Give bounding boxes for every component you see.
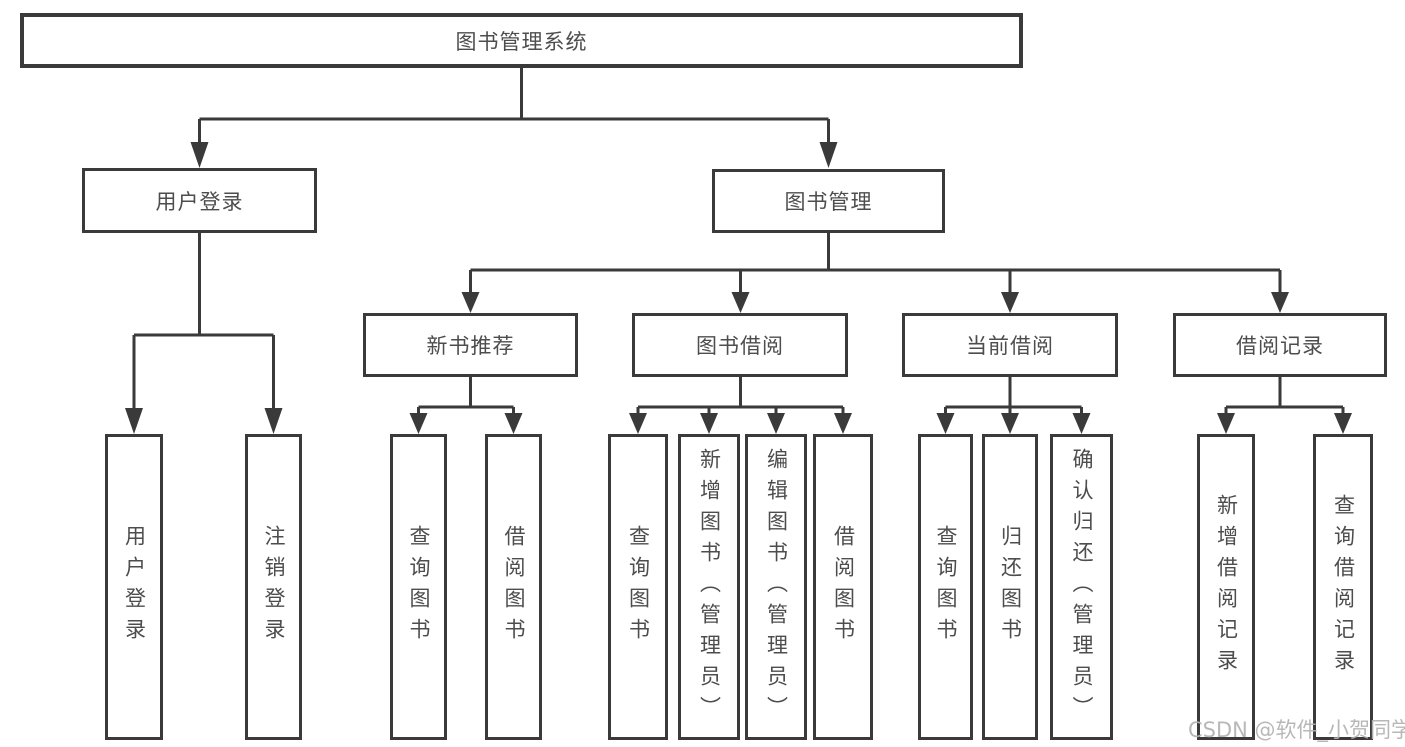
leaf-label: 归还图书 (998, 525, 1023, 649)
node-new-book-recommend-label: 新书推荐 (426, 334, 515, 358)
arrowhead (767, 413, 785, 434)
node-book-management-label: 图书管理 (784, 190, 873, 214)
leaf-label: 注销登录 (262, 525, 286, 649)
arrowhead (936, 413, 955, 434)
leaf-label: 编辑图书（管理员） (764, 447, 789, 727)
node-book-management: 图书管理 (712, 169, 945, 233)
arrowhead (1001, 413, 1019, 434)
leaf-confirm-return-admin: 确认归还（管理员） (1050, 434, 1113, 740)
node-user-login: 用户登录 (82, 168, 317, 233)
arrowhead (504, 413, 523, 434)
arrowhead (1334, 413, 1352, 434)
leaf-user-login: 用户登录 (105, 434, 163, 740)
csdn-watermark: CSDN @软件_小贺同学 (1188, 718, 1405, 742)
leaf-borrow-books-recommend: 借阅图书 (485, 434, 542, 740)
node-user-login-label: 用户登录 (155, 189, 244, 214)
leaf-label: 确认归还（管理员） (1070, 447, 1094, 727)
arrowhead (125, 408, 143, 434)
arrowhead (409, 413, 428, 434)
leaf-add-books-admin: 新增图书（管理员） (678, 434, 740, 740)
leaf-query-books-current: 查询图书 (918, 434, 973, 740)
arrowhead (264, 408, 283, 434)
node-borrow-records-label: 借阅记录 (1236, 334, 1324, 358)
leaf-label: 借阅图书 (502, 525, 526, 649)
arrowhead (1271, 292, 1289, 313)
arrowhead (731, 292, 750, 313)
leaf-label: 借阅图书 (831, 525, 856, 649)
node-root: 图书管理系统 (20, 13, 1023, 68)
arrowhead (629, 413, 647, 434)
node-root-label: 图书管理系统 (455, 29, 588, 54)
node-borrow-records: 借阅记录 (1173, 313, 1387, 377)
node-new-book-recommend: 新书推荐 (363, 313, 578, 377)
leaf-label: 用户登录 (122, 525, 147, 649)
arrowhead (700, 413, 718, 434)
arrowhead (834, 413, 852, 434)
node-current-borrow-label: 当前借阅 (966, 334, 1054, 358)
leaf-add-borrow-record: 新增借阅记录 (1197, 434, 1255, 740)
leaf-borrow-books: 借阅图书 (813, 434, 873, 740)
leaf-label: 查询图书 (407, 525, 431, 649)
arrowhead (819, 142, 838, 168)
leaf-label: 查询借阅记录 (1331, 494, 1356, 680)
leaf-return-books: 归还图书 (982, 434, 1038, 740)
leaf-label: 新增借阅记录 (1214, 494, 1239, 680)
node-book-borrow-label: 图书借阅 (696, 334, 784, 358)
arrowhead (1072, 413, 1091, 434)
arrowhead (1217, 413, 1235, 434)
arrowhead (461, 292, 480, 313)
leaf-edit-books-admin: 编辑图书（管理员） (745, 434, 807, 740)
leaf-label: 查询图书 (934, 525, 958, 649)
node-current-borrow: 当前借阅 (902, 313, 1118, 377)
leaf-label: 查询图书 (626, 525, 651, 649)
arrowhead (190, 142, 209, 168)
leaf-label: 新增图书（管理员） (697, 447, 722, 727)
leaf-query-borrow-record: 查询借阅记录 (1313, 434, 1373, 740)
leaf-logout: 注销登录 (245, 434, 302, 740)
leaf-query-books-borrow: 查询图书 (608, 434, 668, 740)
leaf-query-books-recommend: 查询图书 (390, 434, 447, 740)
node-book-borrow: 图书借阅 (632, 313, 848, 377)
arrowhead (1001, 292, 1019, 313)
